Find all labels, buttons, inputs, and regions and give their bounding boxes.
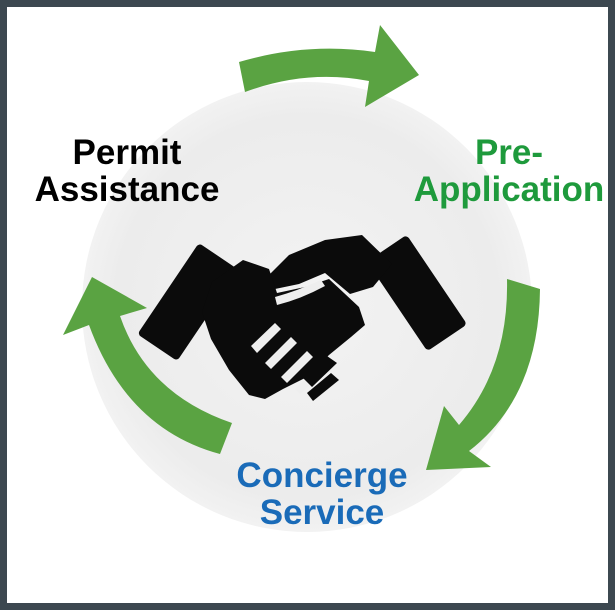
pre-application-line1: Pre- xyxy=(474,133,544,172)
pre-application-line2: Application xyxy=(413,170,605,209)
label-pre-application: Pre- Application xyxy=(399,134,608,208)
diagram-canvas: Permit Assistance Pre- Application Conci… xyxy=(7,7,608,603)
permit-assistance-line1: Permit xyxy=(72,133,182,172)
concierge-service-line1: Concierge xyxy=(236,456,408,495)
arrow-top xyxy=(239,25,419,107)
arrow-left xyxy=(63,277,232,454)
permit-assistance-line2: Assistance xyxy=(34,170,220,209)
label-permit-assistance: Permit Assistance xyxy=(17,134,237,208)
handshake-icon xyxy=(138,235,466,401)
arrow-right xyxy=(426,279,540,470)
label-concierge-service: Concierge Service xyxy=(212,457,432,531)
cycle-diagram xyxy=(63,25,540,470)
concierge-service-line2: Service xyxy=(259,493,385,532)
